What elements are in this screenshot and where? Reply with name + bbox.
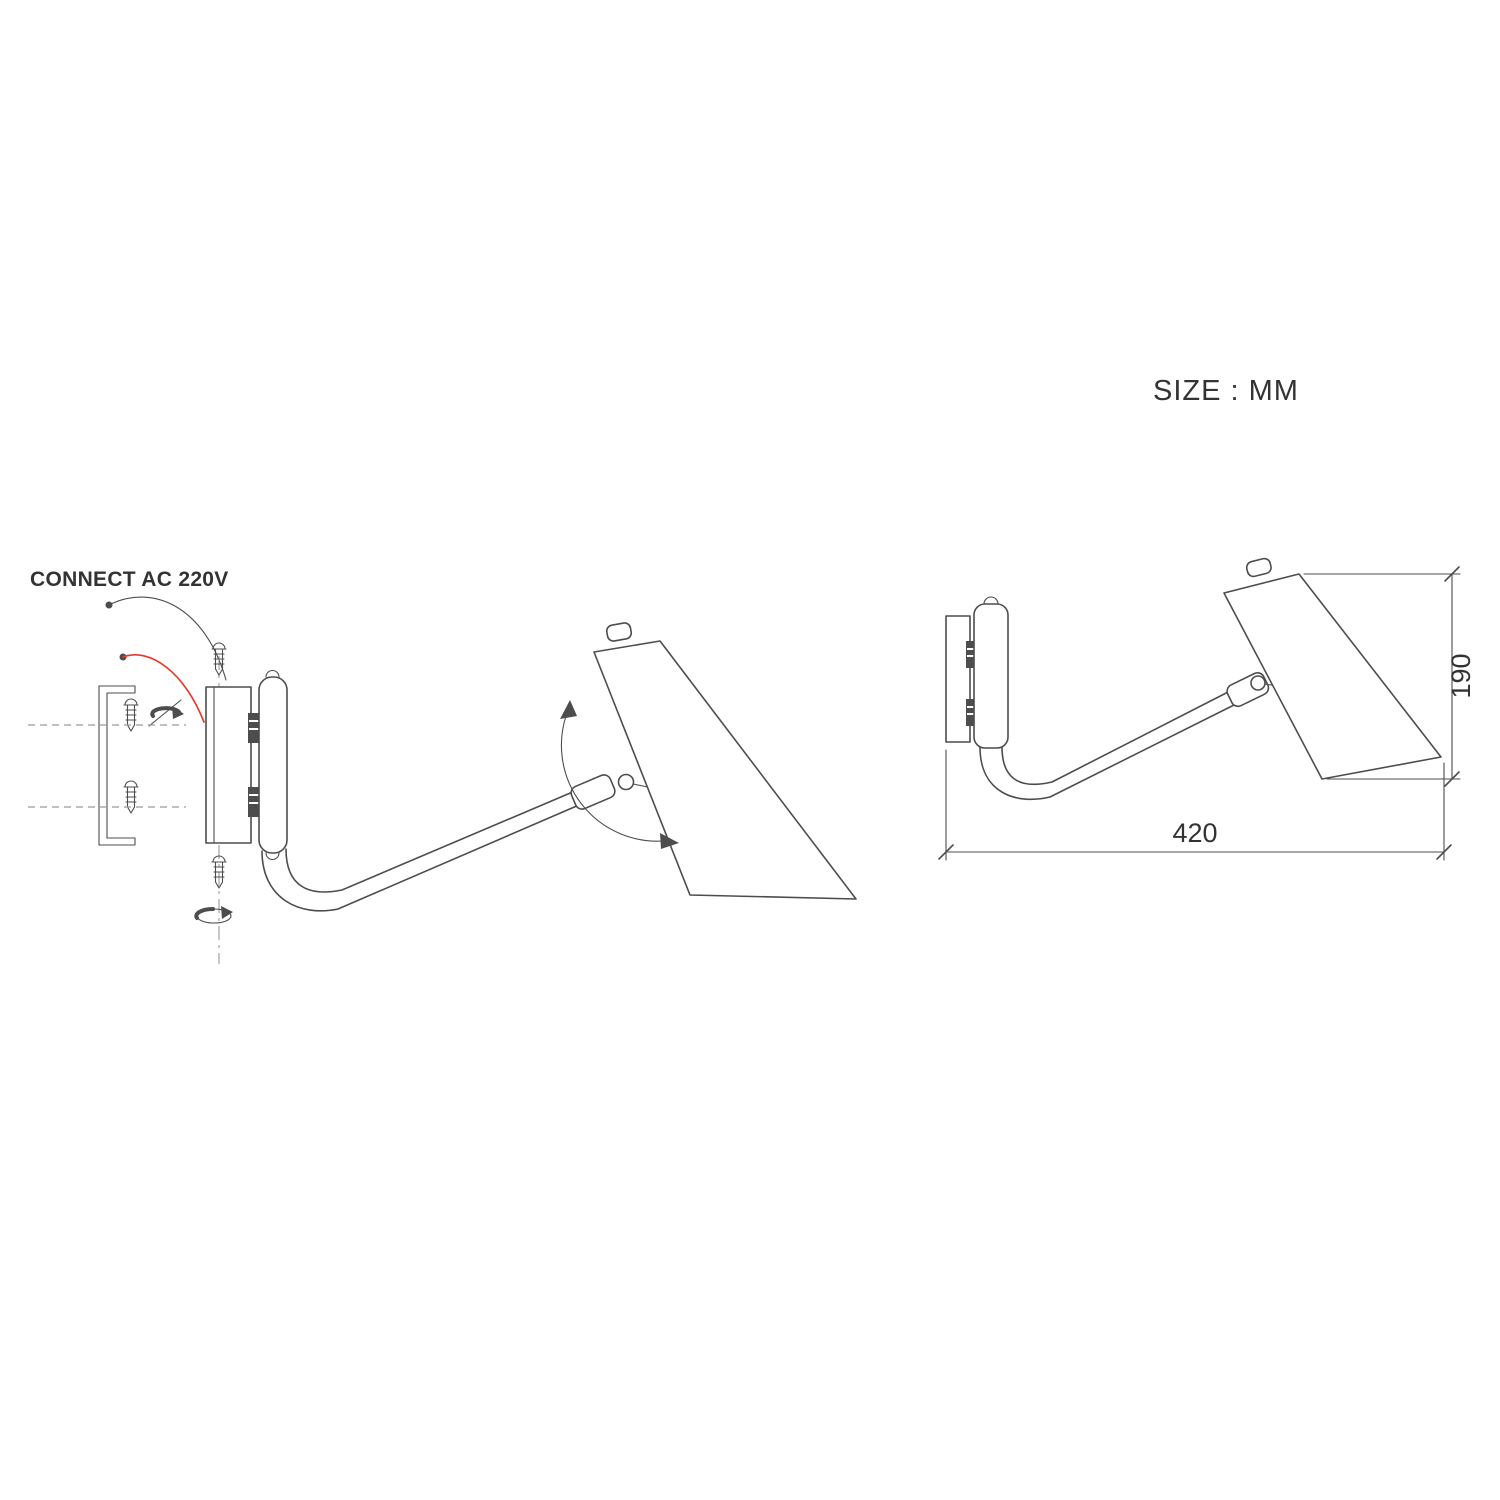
connect-voltage-label: CONNECT AC 220V [30,568,229,591]
height-dimension: 190 [1303,566,1476,787]
leader-line [108,596,227,681]
width-dimension-value: 420 [1172,818,1217,848]
size-units-label: SIZE : MM [1153,375,1299,407]
cylinder-bottom-cap [265,852,280,861]
arm-end-fitting [570,774,616,810]
lamp-body [973,603,1009,749]
width-dimension: 420 [938,749,1452,861]
body-top-cap [983,596,999,605]
arm-end-fitting [1226,672,1270,708]
wall-bracket [98,685,136,846]
elbow-joint-knob [617,773,635,791]
power-wire [122,654,205,723]
rotation-arrow-icon [148,699,184,727]
shade-top-nub [605,622,633,642]
dimension-tick [1444,566,1460,582]
swing-arm [979,672,1279,801]
pivot-cylinder [258,676,288,854]
height-dimension-value: 190 [1446,653,1476,698]
mounting-screw [123,698,139,732]
dimension-tick [1444,771,1460,787]
shade-top-nub [1245,557,1272,578]
cylinder-top-cap [265,669,280,678]
mounting-screw [123,780,139,814]
backplate [205,686,252,844]
lamp-shade [1223,557,1442,780]
lamp-shade [593,622,857,900]
tilt-adjust-arrow [560,700,679,849]
elbow-joint-knob [1250,675,1266,691]
dimension-view: SIZE : MM [938,375,1476,861]
dimension-tick [938,844,954,860]
dimension-tick [1436,844,1452,860]
swivel-rotation-icon [194,906,233,924]
installation-view: CONNECT AC 220V [28,568,857,964]
swing-arm [261,773,649,912]
